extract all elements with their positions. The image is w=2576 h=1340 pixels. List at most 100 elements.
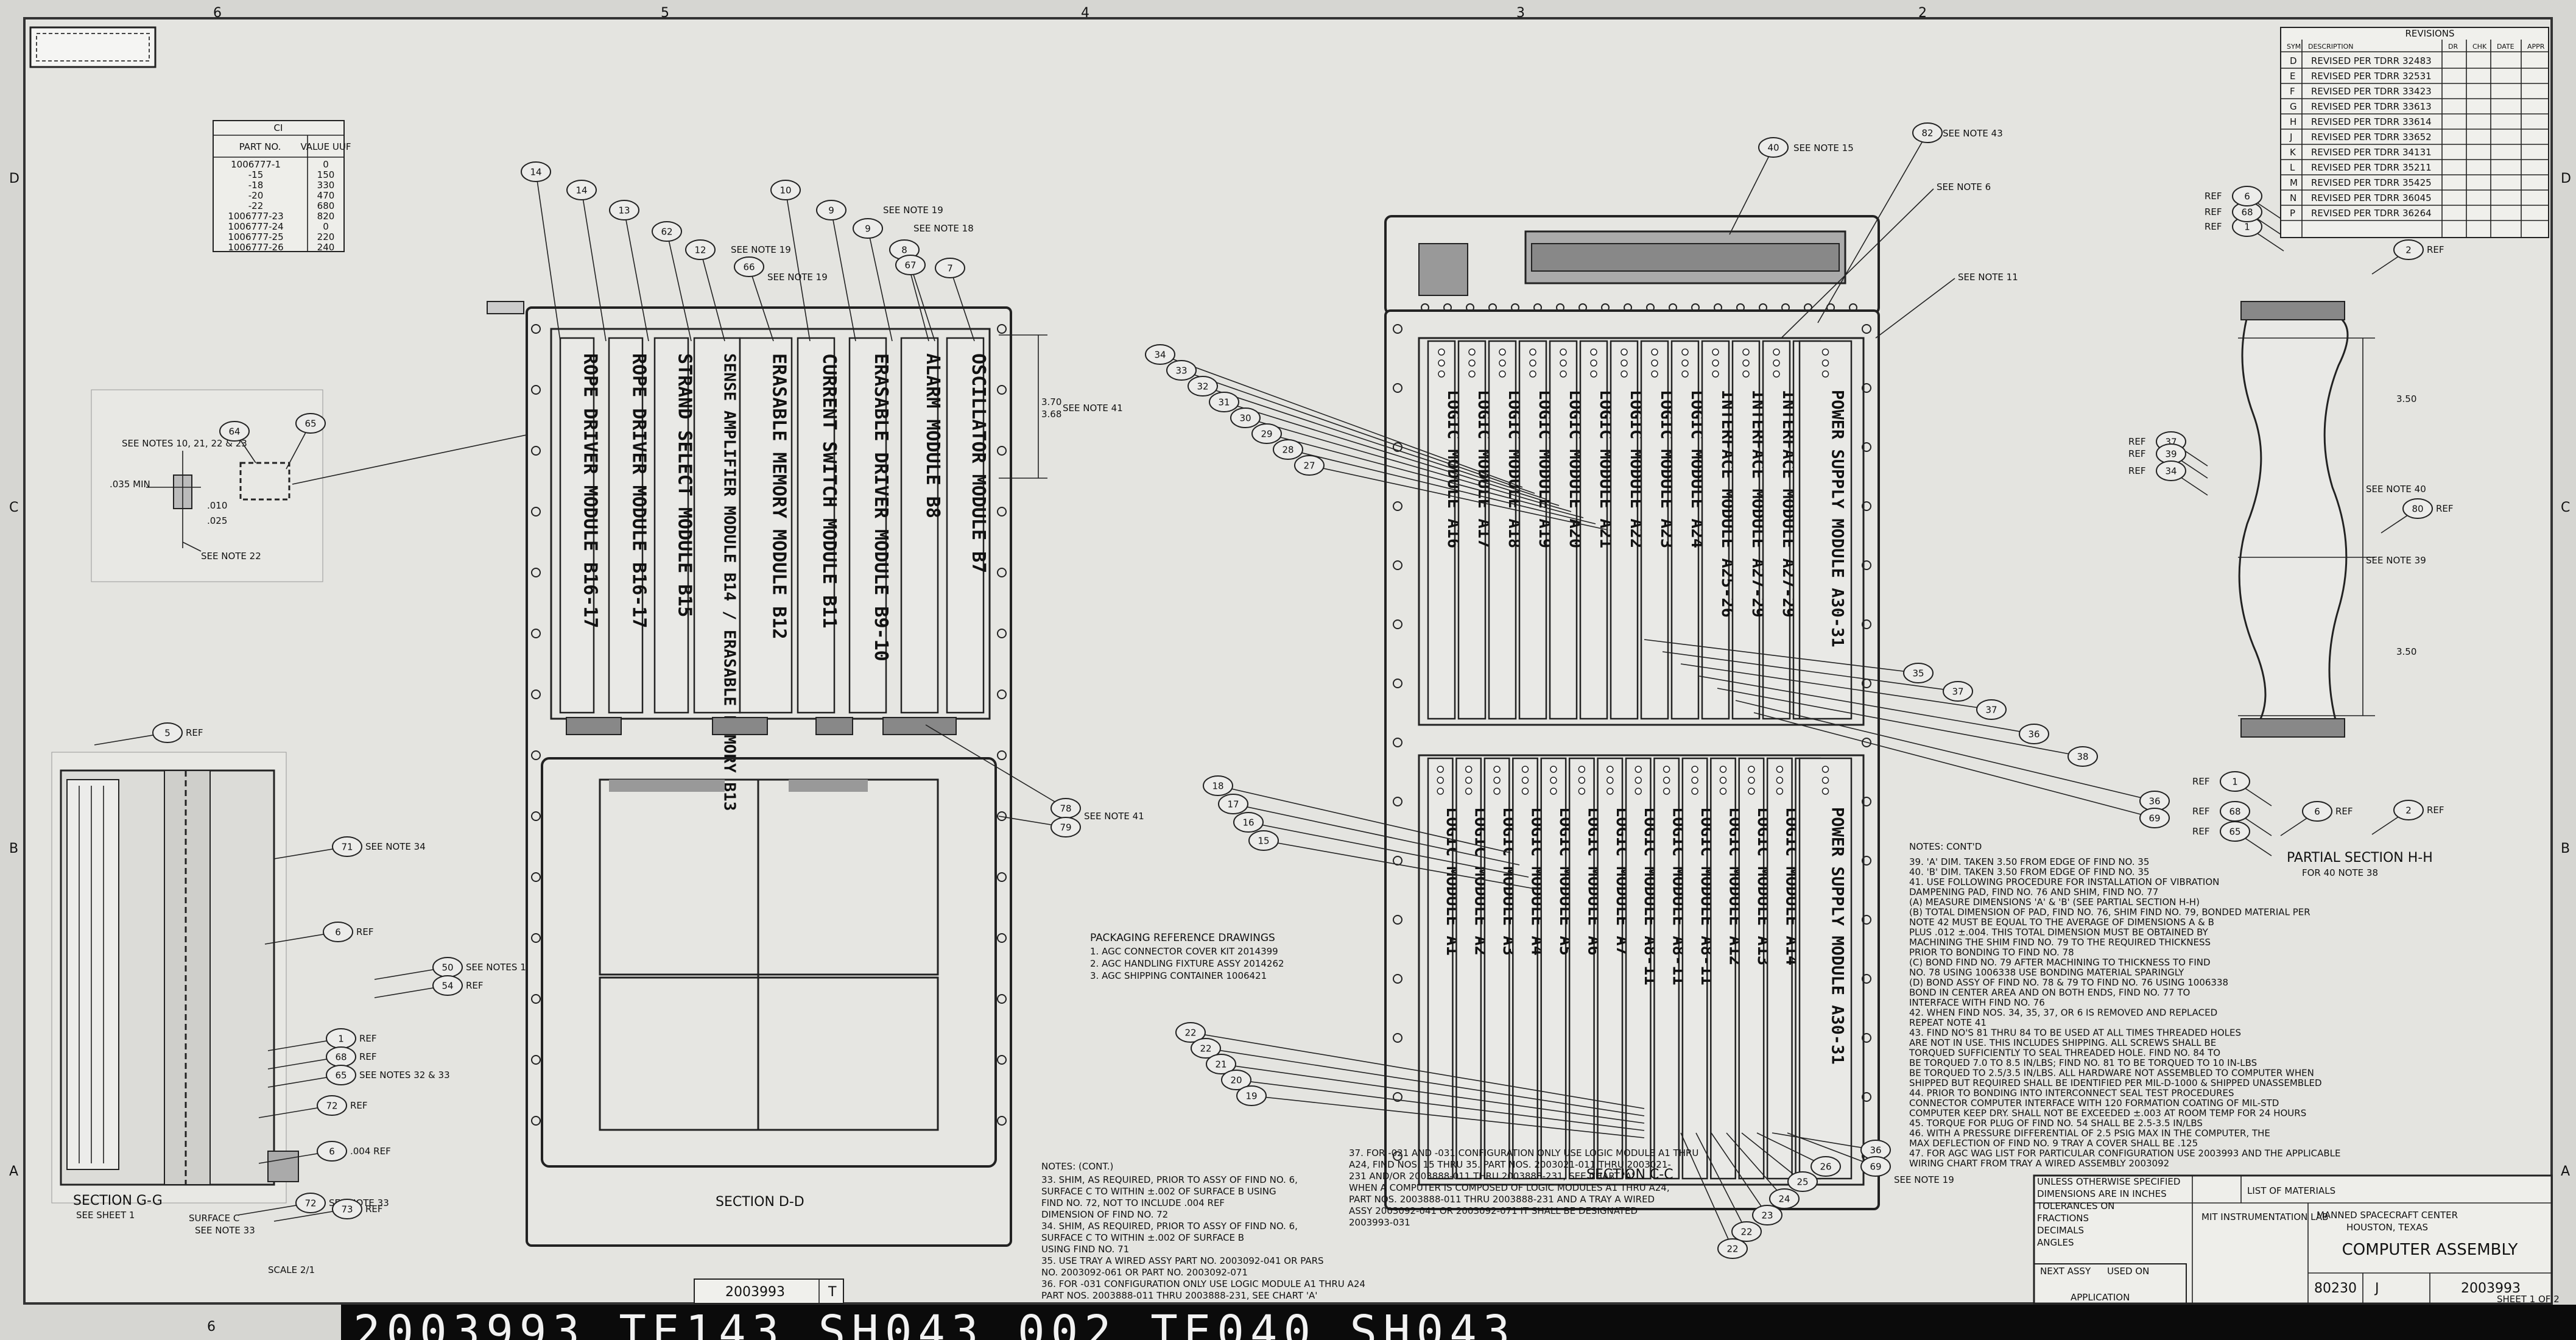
c-bottom-callout-22-0-label: 22 — [1726, 1244, 1738, 1255]
g-callout-note-1: SEE NOTE 34 — [365, 841, 426, 852]
ci-row-part: -20 — [248, 190, 264, 201]
left-note-2: SEE NOTE 22 — [201, 551, 261, 562]
c-left-bottom-callout-22-1: 22 — [1191, 1038, 1645, 1116]
d-dim-2: 3.68 — [1041, 409, 1061, 420]
note-left-line: SURFACE C TO WITHIN ±.002 OF SURFACE B — [1041, 1232, 1244, 1243]
h-dim-1: 3.50 — [2396, 393, 2416, 404]
d-note-3: SEE NOTE 18 — [913, 223, 974, 234]
d-module-8: ALARM MODULE B8 — [900, 337, 943, 714]
mounting-hole — [1624, 303, 1632, 312]
mounting-hole — [1669, 303, 1677, 312]
g-callout-72: 72 — [258, 1095, 347, 1118]
note-right-line: PLUS .012 ±.004. THIS TOTAL DIMENSION MU… — [1909, 927, 2209, 938]
mounting-hole — [1862, 619, 1871, 629]
note-right-line: INTERFACE WITH FIND NO. 76 — [1909, 997, 2045, 1008]
title-block-lab: MIT INSTRUMENTATION LAB — [2201, 1211, 2328, 1222]
c-right-callout-36-3: 36 — [1698, 675, 2049, 744]
ci-row-value: 220 — [317, 231, 335, 242]
note-mid-line: 2003993-031 — [1349, 1217, 1410, 1228]
rev-sym: K — [2290, 147, 2296, 158]
rev-sym: H — [2290, 116, 2296, 127]
packaging-item-2: 2. AGC HANDLING FIXTURE ASSY 2014262 — [1090, 958, 1284, 969]
note-left-line: SURFACE C TO WITHIN ±.002 OF SURFACE B U… — [1041, 1186, 1276, 1197]
d-side-callout-79: 79 — [998, 816, 1081, 838]
section-c-label: SECTION C-C — [1586, 1167, 1673, 1182]
h-callout-1-7: 1 — [2220, 771, 2272, 806]
section-g-sub: SEE SHEET 1 — [76, 1210, 135, 1221]
h-see-note-39: SEE NOTE 39 — [2366, 555, 2426, 566]
note-right-line: BOND IN CENTER AREA AND ON BOTH ENDS, FI… — [1909, 987, 2190, 998]
c-left-callout-31: 31 — [1209, 392, 1560, 506]
c-bottom-callout-22-1: 22 — [1695, 1132, 1762, 1242]
note-right-line: 47. FOR AGC WAG LIST FOR PARTICULAR CONF… — [1909, 1148, 2341, 1159]
h-callout-65-9-label: 65 — [2229, 827, 2240, 838]
g-callout-72-label: 72 — [326, 1101, 337, 1112]
connector-detail: SEE NOTES 10, 21, 22 & 23 SEE NOTE 22 .0… — [91, 386, 756, 582]
g-callout-68: 68 — [267, 1046, 356, 1070]
h-callout-6-10: 6 — [2280, 801, 2332, 836]
ci-row-part: -15 — [248, 169, 264, 180]
mounting-hole — [997, 568, 1007, 577]
ci-row-value: 0 — [323, 221, 329, 232]
c-right-callout-36-5-label: 36 — [2148, 796, 2160, 807]
mounting-hole — [1862, 1092, 1871, 1102]
d-callout-10: 10 — [770, 180, 811, 342]
mounting-hole — [1393, 797, 1402, 806]
d-callout-9: 9 — [816, 200, 856, 342]
note-right-line: NOTE 42 MUST BE EQUAL TO THE AVERAGE OF … — [1909, 917, 2214, 928]
note-mid-line: WHEN A COMPUTER IS COMPOSED OF LOGIC MOD… — [1349, 1182, 1670, 1193]
rev-header: DESCRIPTION — [2308, 43, 2353, 51]
note-mid-line: A24, FIND NOS. 15 THRU 35. PART NOS. 200… — [1349, 1159, 1671, 1170]
h-callout-6-10-label: 6 — [2314, 806, 2320, 817]
g-callout-note-0: REF — [186, 727, 203, 738]
mounting-hole — [531, 750, 541, 760]
c-right-callout-36-5: 36 — [1735, 700, 2170, 811]
note-right-line: 44. PRIOR TO BONDING INTO INTERCONNECT S… — [1909, 1088, 2234, 1099]
note-right-line: 41. USE FOLLOWING PROCEDURE FOR INSTALLA… — [1909, 876, 2219, 887]
mounting-hole — [997, 1055, 1007, 1065]
c-left-callout-29-label: 29 — [1261, 429, 1272, 440]
c-bottom-callout-25-4-label: 25 — [1797, 1177, 1808, 1188]
number-box-value: 2003993 — [725, 1285, 785, 1300]
note-right-line: 40. 'B' DIM. TAKEN 3.50 FROM EDGE OF FIN… — [1909, 867, 2149, 878]
rev-desc: REVISED PER TDRR 33423 — [2311, 86, 2432, 97]
c-left-lower-callout-17: 17 — [1218, 794, 1520, 866]
c-bottom-note: SEE NOTE 19 — [1894, 1174, 1954, 1185]
mounting-hole — [997, 872, 1007, 882]
packaging-title: PACKAGING REFERENCE DRAWINGS — [1090, 932, 1275, 944]
c-upper-module-label: POWER SUPPLY MODULE A30-31 — [1828, 390, 1847, 647]
c-left-callout-28-label: 28 — [1282, 445, 1293, 456]
zone-row-left-B: B — [9, 841, 18, 856]
note-right-line: (A) MEASURE DIMENSIONS 'A' & 'B' (SEE PA… — [1909, 897, 2200, 908]
rev-header: CHK — [2472, 43, 2487, 51]
c-lower-module-3: LOGIC MODULE A3 — [1483, 757, 1518, 1180]
note-right-line: SHIPPED BUT REQUIRED SHALL BE IDENTIFIED… — [1909, 1077, 2322, 1088]
g-callout-1-label: 1 — [338, 1034, 344, 1045]
c-left-callout-31-label: 31 — [1218, 397, 1230, 408]
note-right-line: BE TORQUED TO 2.5/3.5 IN/LBS. ALL HARDWA… — [1909, 1068, 2314, 1079]
c-right-callout-69-6-label: 69 — [2148, 813, 2160, 824]
c-left-bottom-callout-22-0: 22 — [1175, 1022, 1645, 1109]
rev-desc: REVISED PER TDRR 33613 — [2311, 101, 2432, 112]
zone-col-4: 4 — [1081, 5, 1089, 21]
note-right-line: BE TORQUED 7.0 TO 8.5 IN/LBS; FIND NO. 8… — [1909, 1057, 2257, 1068]
rev-sym: D — [2290, 55, 2297, 66]
rev-desc: REVISED PER TDRR 32483 — [2311, 55, 2432, 66]
d-dim-1: 3.70 — [1041, 397, 1061, 407]
mounting-hole — [1862, 738, 1871, 747]
packaging-reference: PACKAGING REFERENCE DRAWINGS 1. AGC CONN… — [1090, 932, 1284, 981]
mounting-hole — [1466, 303, 1474, 312]
zone-col-2: 2 — [1918, 5, 1927, 21]
zone-row-right-B: B — [2561, 841, 2570, 856]
note-right-line: CONNECTOR COMPUTER INTERFACE WITH 120 FO… — [1909, 1098, 2279, 1109]
h-callout-39-4-label: 39 — [2165, 449, 2177, 460]
h-callout-68-1-label: 68 — [2241, 207, 2253, 218]
mounting-hole — [1393, 383, 1402, 393]
mounting-hole — [1393, 1033, 1402, 1043]
d-callout-66: 66 — [734, 256, 774, 342]
h-ref-word-2: REF — [2205, 191, 2222, 202]
c-left-lower-callout-18: 18 — [1203, 775, 1511, 853]
mounting-hole — [1862, 856, 1871, 866]
mounting-hole — [531, 933, 541, 943]
